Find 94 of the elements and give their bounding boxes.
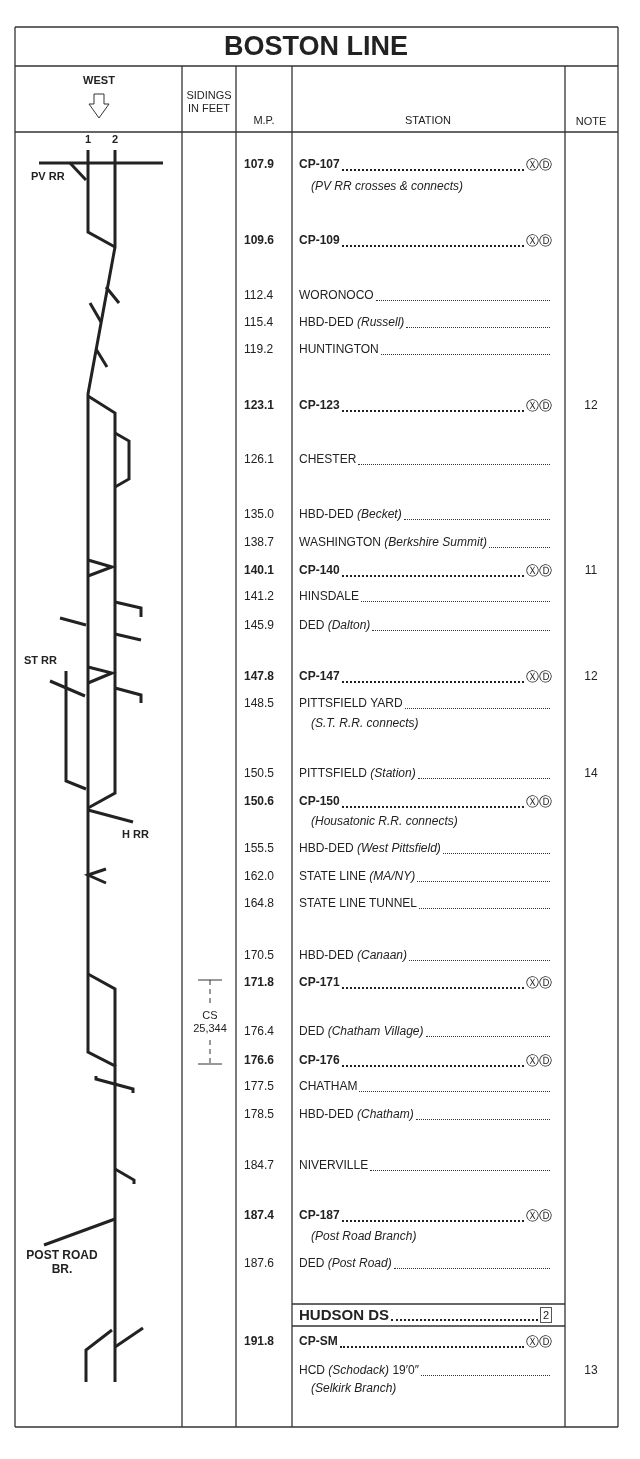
note-number: 14 — [584, 767, 598, 781]
milepost-number: 164.8 — [244, 897, 275, 911]
note-number: 11 — [584, 564, 598, 578]
note-number: 12 — [584, 399, 598, 413]
station-name: HINSDALE — [299, 590, 360, 604]
signal-symbols: ⓍⒹ — [526, 1334, 552, 1350]
column-header: WEST — [83, 73, 115, 87]
station-name: CHESTER — [299, 453, 357, 467]
station-note: (PV RR crosses & connects) — [311, 180, 464, 194]
milepost-number: 123.1 — [244, 399, 275, 413]
signal-symbols: ⓍⒹ — [526, 233, 552, 249]
station-name: CP-123 — [299, 399, 340, 413]
milepost-number: 119.2 — [244, 343, 274, 357]
station-name: PITTSFIELD YARD — [299, 697, 403, 711]
signal-symbols: ⓍⒹ — [526, 563, 552, 579]
column-header: M.P. — [253, 113, 275, 127]
station-name: DED (Post Road) — [299, 1257, 392, 1271]
milepost-number: 187.6 — [244, 1257, 275, 1271]
signal-symbols: ⓍⒹ — [526, 398, 552, 414]
milepost-number: 141.2 — [244, 590, 275, 604]
milepost-number: 150.5 — [244, 767, 275, 781]
station-name: HBD-DED (Russell) — [299, 316, 405, 330]
siding-length: CS 25,344 — [192, 1009, 228, 1035]
milepost-number: 112.4 — [244, 289, 274, 303]
milepost-number: 178.5 — [244, 1108, 275, 1122]
milepost-number: 107.9 — [244, 158, 275, 172]
station-name: CP-140 — [299, 564, 340, 578]
station-name: WORONOCO — [299, 289, 374, 303]
milepost-number: 176.6 — [244, 1054, 275, 1068]
station-name: HBD-DED (West Pittsfield) — [299, 842, 441, 856]
station-name: PITTSFIELD (Station) — [299, 767, 416, 781]
station-note: (Selkirk Branch) — [311, 1382, 397, 1396]
reference-number: 2 — [539, 1307, 552, 1323]
station-note: (S.T. R.R. connects) — [311, 717, 419, 731]
station-name: CP-109 — [299, 234, 340, 248]
milepost-number: 148.5 — [244, 697, 275, 711]
signal-symbols: ⓍⒹ — [526, 669, 552, 685]
branch-label: ST RR — [24, 653, 57, 667]
milepost-number: 147.8 — [244, 670, 275, 684]
milepost-number: 177.5 — [244, 1080, 275, 1094]
station-name: CP-187 — [299, 1209, 340, 1223]
milepost-number: 145.9 — [244, 619, 275, 633]
station-name: HUNTINGTON — [299, 343, 379, 357]
station-name: NIVERVILLE — [299, 1159, 369, 1173]
station-name: CP-150 — [299, 795, 340, 809]
milepost-number: 184.7 — [244, 1159, 275, 1173]
milepost-number: 140.1 — [244, 564, 275, 578]
column-header: SIDINGS IN FEET — [185, 89, 233, 115]
track-number: 2 — [111, 132, 119, 146]
milepost-number: 109.6 — [244, 234, 275, 248]
milepost-number: 155.5 — [244, 842, 275, 856]
milepost-number: 138.7 — [244, 536, 275, 550]
signal-symbols: ⓍⒹ — [526, 794, 552, 810]
station-name: DED (Dalton) — [299, 619, 371, 633]
station-name: CHATHAM — [299, 1080, 358, 1094]
station-name: DED (Chatham Village) — [299, 1025, 424, 1039]
milepost-number: 171.8 — [244, 976, 275, 990]
milepost-number: 191.8 — [244, 1335, 275, 1349]
table-title: BOSTON LINE — [224, 31, 408, 63]
station-name: CP-107 — [299, 158, 340, 172]
milepost-number: 170.5 — [244, 949, 275, 963]
milepost-number: 135.0 — [244, 508, 275, 522]
station-name: WASHINGTON (Berkshire Summit) — [299, 536, 488, 550]
branch-label: POST ROAD BR. — [25, 1249, 99, 1277]
station-name: HBD-DED (Becket) — [299, 508, 402, 522]
branch-label: PV RR — [31, 169, 65, 183]
signal-symbols: ⓍⒹ — [526, 157, 552, 173]
station-name: CP-171 — [299, 976, 340, 990]
column-header: NOTE — [575, 114, 607, 128]
milepost-number: 162.0 — [244, 870, 275, 884]
signal-symbols: ⓍⒹ — [526, 975, 552, 991]
branch-label: H RR — [122, 827, 149, 841]
track-number: 1 — [84, 132, 92, 146]
station-note: (Housatonic R.R. connects) — [311, 815, 458, 829]
station-name: HBD-DED (Canaan) — [299, 949, 408, 963]
milepost-number: 176.4 — [244, 1025, 275, 1039]
station-name: HUDSON DS — [299, 1306, 389, 1324]
station-note: (Post Road Branch) — [311, 1230, 417, 1244]
signal-symbols: ⓍⒹ — [526, 1208, 552, 1224]
note-number: 13 — [584, 1364, 598, 1378]
station-name: STATE LINE TUNNEL — [299, 897, 418, 911]
station-name: CP-SM — [299, 1335, 338, 1349]
milepost-number: 150.6 — [244, 795, 275, 809]
milepost-number: 126.1 — [244, 453, 275, 467]
station-name: HCD (Schodack) 19′0″ — [299, 1364, 419, 1378]
station-name: CP-176 — [299, 1054, 340, 1068]
note-number: 12 — [584, 670, 598, 684]
station-name: STATE LINE (MA/NY) — [299, 870, 416, 884]
station-name: HBD-DED (Chatham) — [299, 1108, 414, 1122]
milepost-number: 115.4 — [244, 316, 274, 330]
station-name: CP-147 — [299, 670, 340, 684]
milepost-number: 187.4 — [244, 1209, 275, 1223]
column-header: STATION — [405, 113, 451, 127]
signal-symbols: ⓍⒹ — [526, 1053, 552, 1069]
